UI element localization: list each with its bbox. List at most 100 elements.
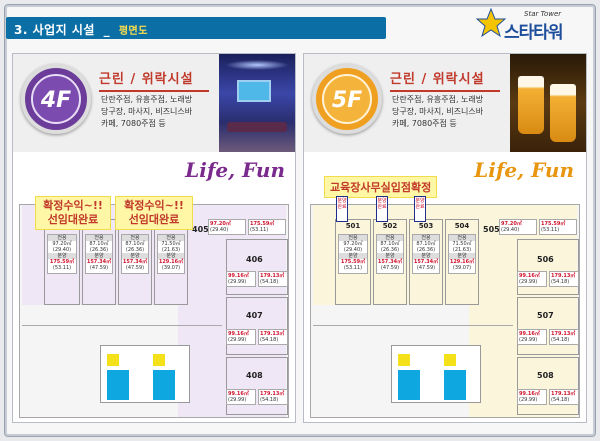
unit-508-card-a: 99.16㎡ (29.99) [517,389,547,405]
card-value: (29.99) [228,279,247,285]
floor-badge: 5F [312,64,382,134]
unit-401[interactable]: 401 전용 97.20㎡ (29.40) 분양 175.59㎡ (53.11) [44,219,80,305]
unit-number: 502 [382,222,398,230]
building-core [391,345,481,403]
corridor-line [313,325,513,326]
unit-501[interactable]: 501 전용 97.20㎡ (29.40) 분양 175.59㎡ (53.11) [335,219,371,305]
card-value: (53.11) [541,227,560,233]
card-label: 전용 [413,235,439,241]
card-value: 175.59㎡ [49,259,75,265]
unit-502[interactable]: 502 전용 87.10㎡ (26.36) 분양 157.34㎡ (47.59) [373,219,407,305]
card-label: 전용 [339,235,367,241]
beer-glass [518,76,544,134]
unit-507-card-b: 179.13㎡ (54.18) [549,329,579,345]
logo-tagline: Star Tower [524,10,562,18]
card-value: (26.36) [89,247,109,253]
unit-number: 503 [418,222,434,230]
unit-406-card-b: 179.13㎡ (54.18) [258,271,288,287]
card-value: 175.59㎡ [541,221,566,227]
leased-callout: 확정수익~!! 선임대완료 [115,196,193,230]
card-value: 71.50㎡ [161,241,181,247]
unit-507[interactable] [517,297,579,355]
card-value: 87.10㎡ [89,241,109,247]
floor-badge: 4F [21,64,91,134]
header-subtitle: 평면도 [118,26,148,37]
floor-plan: 501 전용 97.20㎡ (29.40) 분양 175.59㎡ (53.11)… [310,204,580,418]
unit-area-card: 전용 97.20㎡ (29.40) 분양 175.59㎡ (53.11) [47,234,77,274]
unit-406[interactable] [226,239,288,295]
facility-description: 단란주점, 유흥주점, 노래방 당구장, 마사지, 비즈니스바 카페, 7080… [392,94,502,130]
card-value: 179.13㎡ [551,391,576,397]
club-photo [219,54,295,152]
desc-line: 당구장, 마사지, 비즈니스바 [392,107,484,116]
elevator-marker [153,354,165,366]
unit-506[interactable] [517,239,579,295]
header-bar [6,17,386,39]
card-value: 157.34㎡ [122,259,148,265]
tag-text: 분양완료 [377,198,387,210]
card-value: 99.16㎡ [228,331,249,337]
header-separator: _ [103,23,111,37]
facility-title-text: 근린 / 위락시설 [390,72,485,87]
unit-508[interactable] [517,357,579,415]
card-value: (54.18) [260,397,279,403]
unit-403[interactable]: 403 전용 87.10㎡ (26.36) 분양 157.34㎡ (47.59) [118,219,152,305]
callout-text: 확정수익~!! 선임대완료 [124,199,184,226]
hero-section: 5F 근린 / 위락시설 단란주점, 유흥주점, 노래방 당구장, 마사지, 비… [304,54,586,152]
unit-505-label: 505 [483,225,500,234]
unit-404[interactable]: 404 전용 71.50㎡ (21.63) 분양 129.16㎡ (39.07) [154,219,188,305]
hero-section: 4F 근린 / 위락시설 단란주점, 유흥주점, 노래방 당구장, 마사지, 비… [13,54,295,152]
unit-407-label: 407 [246,311,263,320]
unit-408-card-a: 99.16㎡ (29.99) [226,389,256,405]
card-value: 71.50㎡ [452,241,472,247]
card-value: (53.11) [343,265,363,271]
building-core [100,345,190,403]
floor-5f-panel: 5F 근린 / 위락시설 단란주점, 유흥주점, 노래방 당구장, 마사지, 비… [303,53,587,423]
card-value: (54.18) [551,397,570,403]
card-value: (39.07) [161,265,181,271]
unit-506-card-b: 179.13㎡ (54.18) [549,271,579,287]
desc-line: 당구장, 마사지, 비즈니스바 [101,107,193,116]
tag-text: 분양완료 [415,198,425,210]
unit-405-label: 405 [192,225,209,234]
sold-out-tag: 분양완료 [414,196,426,222]
unit-407[interactable] [226,297,288,355]
unit-408[interactable] [226,357,288,415]
card-value: (26.36) [416,247,436,253]
card-value: 87.10㎡ [380,241,400,247]
card-label: 전용 [86,235,112,241]
unit-503[interactable]: 503 전용 87.10㎡ (26.36) 분양 157.34㎡ (47.59) [409,219,443,305]
unit-area-card: 전용 97.20㎡ (29.40) 분양 175.59㎡ (53.11) [338,234,368,274]
desc-line: 단란주점, 유흥주점, 노래방 [101,95,193,104]
card-value: (21.63) [452,247,472,253]
facility-title: 근린 / 위락시설 [99,68,209,92]
title-underline [99,90,209,92]
unit-504[interactable]: 504 전용 71.50㎡ (21.63) 분양 129.16㎡ (39.07) [445,219,479,305]
card-value: 97.20㎡ [210,221,231,227]
card-value: (54.18) [260,279,279,285]
card-value: 157.34㎡ [377,259,403,265]
card-value: (54.18) [551,337,570,343]
unit-area-card: 전용 71.50㎡ (21.63) 분양 129.16㎡ (39.07) [157,234,185,274]
card-value: 129.16㎡ [158,259,184,265]
callout-text: 확정수익~!! 선임대완료 [43,199,103,226]
star-tower-logo: Star Tower 스타타워 [476,8,586,43]
card-label: 분양 [413,253,439,259]
card-value: 87.10㎡ [125,241,145,247]
unit-406-card-a: 99.16㎡ (29.99) [226,271,256,287]
card-value: (29.40) [52,247,72,253]
unit-405-card-a: 97.20㎡ (29.40) [208,219,246,235]
unit-402[interactable]: 402 전용 87.10㎡ (26.36) 분양 157.34㎡ (47.59) [82,219,116,305]
unit-508-label: 508 [537,371,554,380]
desc-line: 카페, 7080주점 등 [392,119,457,128]
unit-505-card-b: 175.59㎡ (53.11) [539,219,577,235]
card-label: 전용 [158,235,184,241]
corridor-line [22,325,222,326]
ceiling-light [225,60,289,70]
unit-507-label: 507 [537,311,554,320]
floor-badge-label: 5F [322,74,372,124]
card-value: (26.36) [380,247,400,253]
floor-plan: 401 전용 97.20㎡ (29.40) 분양 175.59㎡ (53.11)… [19,204,289,418]
card-value: 157.34㎡ [86,259,112,265]
card-label: 분양 [377,253,403,259]
